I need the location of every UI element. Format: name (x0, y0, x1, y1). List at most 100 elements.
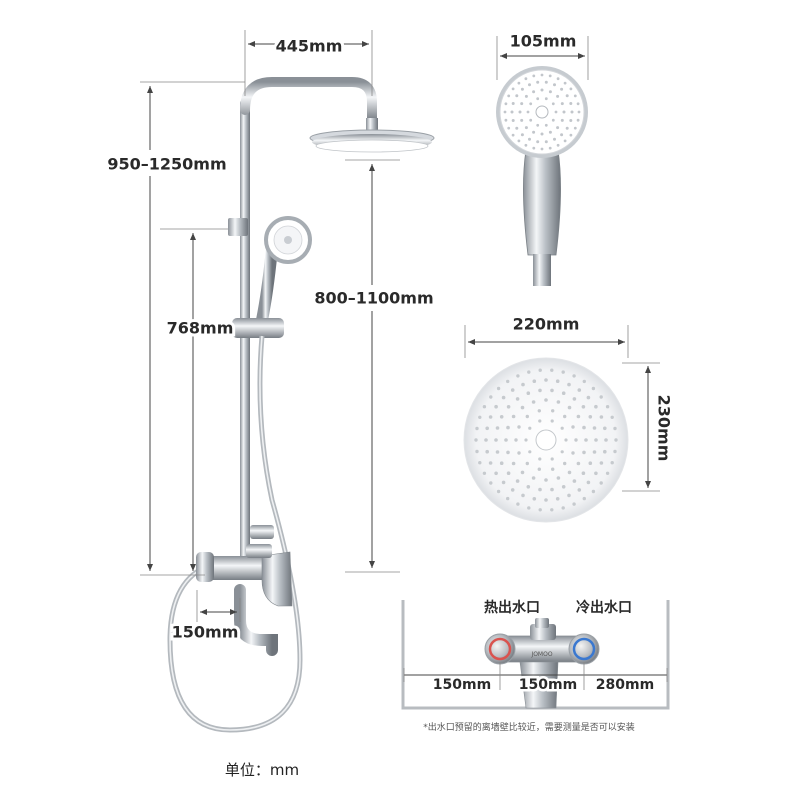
nozzle-dot (605, 471, 610, 475)
nozzle-dot (521, 382, 525, 387)
nozzle-dot (504, 118, 508, 122)
nozzle-dot (494, 438, 498, 442)
nozzle-dot (591, 386, 596, 391)
nozzle-dot (548, 90, 552, 94)
nozzle-dot (561, 370, 565, 374)
nozzle-dot (573, 94, 577, 98)
nozzle-dot (506, 471, 511, 476)
valve-diagram: 热出水口 冷出水口 JOMOO 150mm 150mm 280mm *出水口预留… (401, 599, 670, 733)
nozzle-dot (520, 405, 525, 410)
nozzle-dot (588, 415, 593, 419)
nozzle-dot (550, 368, 554, 372)
nozzle-dot (501, 395, 506, 400)
nozzle-dot (576, 461, 581, 466)
nozzle-dot (544, 97, 548, 101)
nozzle-dot (514, 438, 518, 442)
nozzle-dot (515, 479, 520, 483)
nozzle-dot (525, 461, 529, 466)
nozzle-dot (495, 450, 500, 454)
nozzle-dot (538, 508, 542, 512)
nozzle-dot (569, 102, 573, 105)
label-right-gap: 280mm (596, 677, 654, 693)
nozzle-dot (548, 74, 552, 78)
nozzle-dot (527, 506, 531, 510)
nozzle-dot (553, 137, 556, 141)
nozzle-dot (603, 449, 607, 454)
nozzle-dot (504, 102, 508, 106)
dim-total-height: 950–1250mm (100, 81, 245, 576)
nozzle-dot (586, 480, 591, 485)
nozzle-dot (526, 391, 531, 396)
nozzle-dot (499, 415, 504, 419)
nozzle-dot (488, 461, 493, 465)
nozzle-dot (510, 388, 515, 392)
nozzle-dot (511, 414, 516, 419)
nozzle-dot (506, 405, 511, 409)
nozzle-dot (556, 77, 560, 81)
nozzle-dot (496, 386, 501, 391)
label-head-height: 230mm (655, 395, 674, 462)
nozzle-dot (532, 146, 536, 150)
nozzle-dot (603, 426, 607, 431)
nozzle-dot (511, 102, 515, 105)
nozzle-dot (484, 438, 488, 442)
nozzle-dot (538, 457, 542, 461)
nozzle-dot (536, 97, 540, 101)
nozzle-dot (550, 508, 554, 512)
nozzle-dot (553, 83, 556, 87)
nozzle-dot (528, 426, 532, 430)
nozzle-dot (507, 126, 511, 130)
nozzle-dot (582, 379, 586, 384)
nozzle-dot (482, 471, 487, 475)
nozzle-dot (510, 488, 515, 492)
nozzle-dot (528, 137, 531, 141)
nozzle-dot (550, 419, 554, 423)
nozzle-dot (571, 451, 575, 455)
bath-spout (234, 584, 278, 656)
nozzle-dot (572, 374, 576, 378)
nozzle-dot (532, 497, 537, 501)
nozzle-dot (544, 80, 548, 84)
nozzle-dot (563, 139, 567, 143)
nozzle-dot (562, 110, 566, 114)
nozzle-dot (556, 143, 560, 147)
brand-logo: JOMOO (530, 651, 552, 658)
nozzle-dot (564, 438, 568, 442)
nozzle-dot (536, 140, 540, 144)
nozzle-dot (567, 382, 571, 387)
label-slide-bar: 768mm (167, 319, 234, 338)
nozzle-dot (520, 87, 524, 91)
nozzle-dot (572, 397, 577, 401)
nozzle-dot (524, 77, 528, 81)
nozzle-dot (591, 489, 596, 494)
nozzle-dot (510, 110, 514, 114)
nozzle-dot (529, 102, 533, 106)
nozzle-dot (544, 498, 548, 502)
nozzle-dot (586, 395, 591, 400)
diverter (250, 525, 274, 539)
nozzle-dot (594, 471, 598, 476)
nozzle-dot (588, 461, 593, 466)
nozzle-dot (556, 400, 561, 404)
handheld-shower-detail: 105mm (496, 32, 589, 286)
nozzle-dot (494, 471, 498, 476)
nozzle-dot (515, 94, 519, 98)
nozzle-dot (485, 426, 490, 431)
nozzle-dot (478, 415, 482, 419)
nozzle-dot (544, 398, 548, 402)
nozzle-dot (582, 450, 586, 455)
nozzle-dot (577, 110, 581, 114)
nozzle-dot (584, 438, 588, 442)
nozzle-dot (554, 110, 558, 114)
nozzle-dot (576, 414, 581, 419)
nozzle-dot (572, 479, 577, 483)
label-left-gap: 150mm (433, 677, 491, 693)
nozzle-dot (489, 395, 493, 399)
label-spout: 150mm (172, 623, 239, 642)
nozzle-dot (524, 94, 528, 98)
nozzle-dot (548, 130, 552, 134)
handheld-shower-mounted (256, 216, 312, 326)
nozzle-dot (610, 415, 614, 419)
nozzle-dot (517, 139, 521, 143)
nozzle-dot (594, 404, 598, 409)
